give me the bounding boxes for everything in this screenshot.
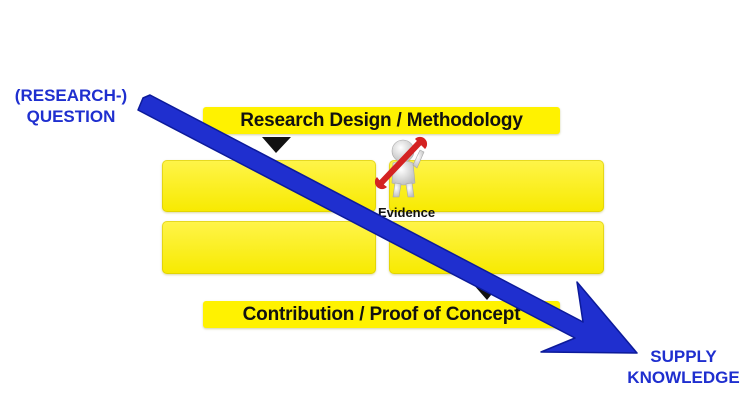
down-arrow-icon: [473, 284, 500, 300]
contribution-label: Contribution / Proof of Concept: [242, 303, 521, 325]
question-label-line-2: QUESTION: [26, 107, 116, 126]
question-label: (RESEARCH-) QUESTION: [6, 85, 136, 127]
box-bottom-left: [162, 221, 376, 274]
evidence-label: Evidence: [378, 205, 436, 220]
box-top-left: [162, 160, 376, 212]
knowledge-label: SUPPLY KNOWLEDGE: [620, 346, 747, 388]
question-label-line-1: (RESEARCH-): [14, 86, 128, 105]
contribution-bar: Contribution / Proof of Concept: [203, 301, 560, 328]
research-design-label: Research Design / Methodology: [240, 109, 523, 131]
knowledge-label-line-1: SUPPLY: [650, 347, 717, 366]
research-design-bar: Research Design / Methodology: [203, 107, 560, 134]
box-bottom-right: [389, 221, 604, 274]
knowledge-label-line-2: KNOWLEDGE: [627, 368, 740, 387]
down-arrow-icon: [262, 137, 291, 153]
